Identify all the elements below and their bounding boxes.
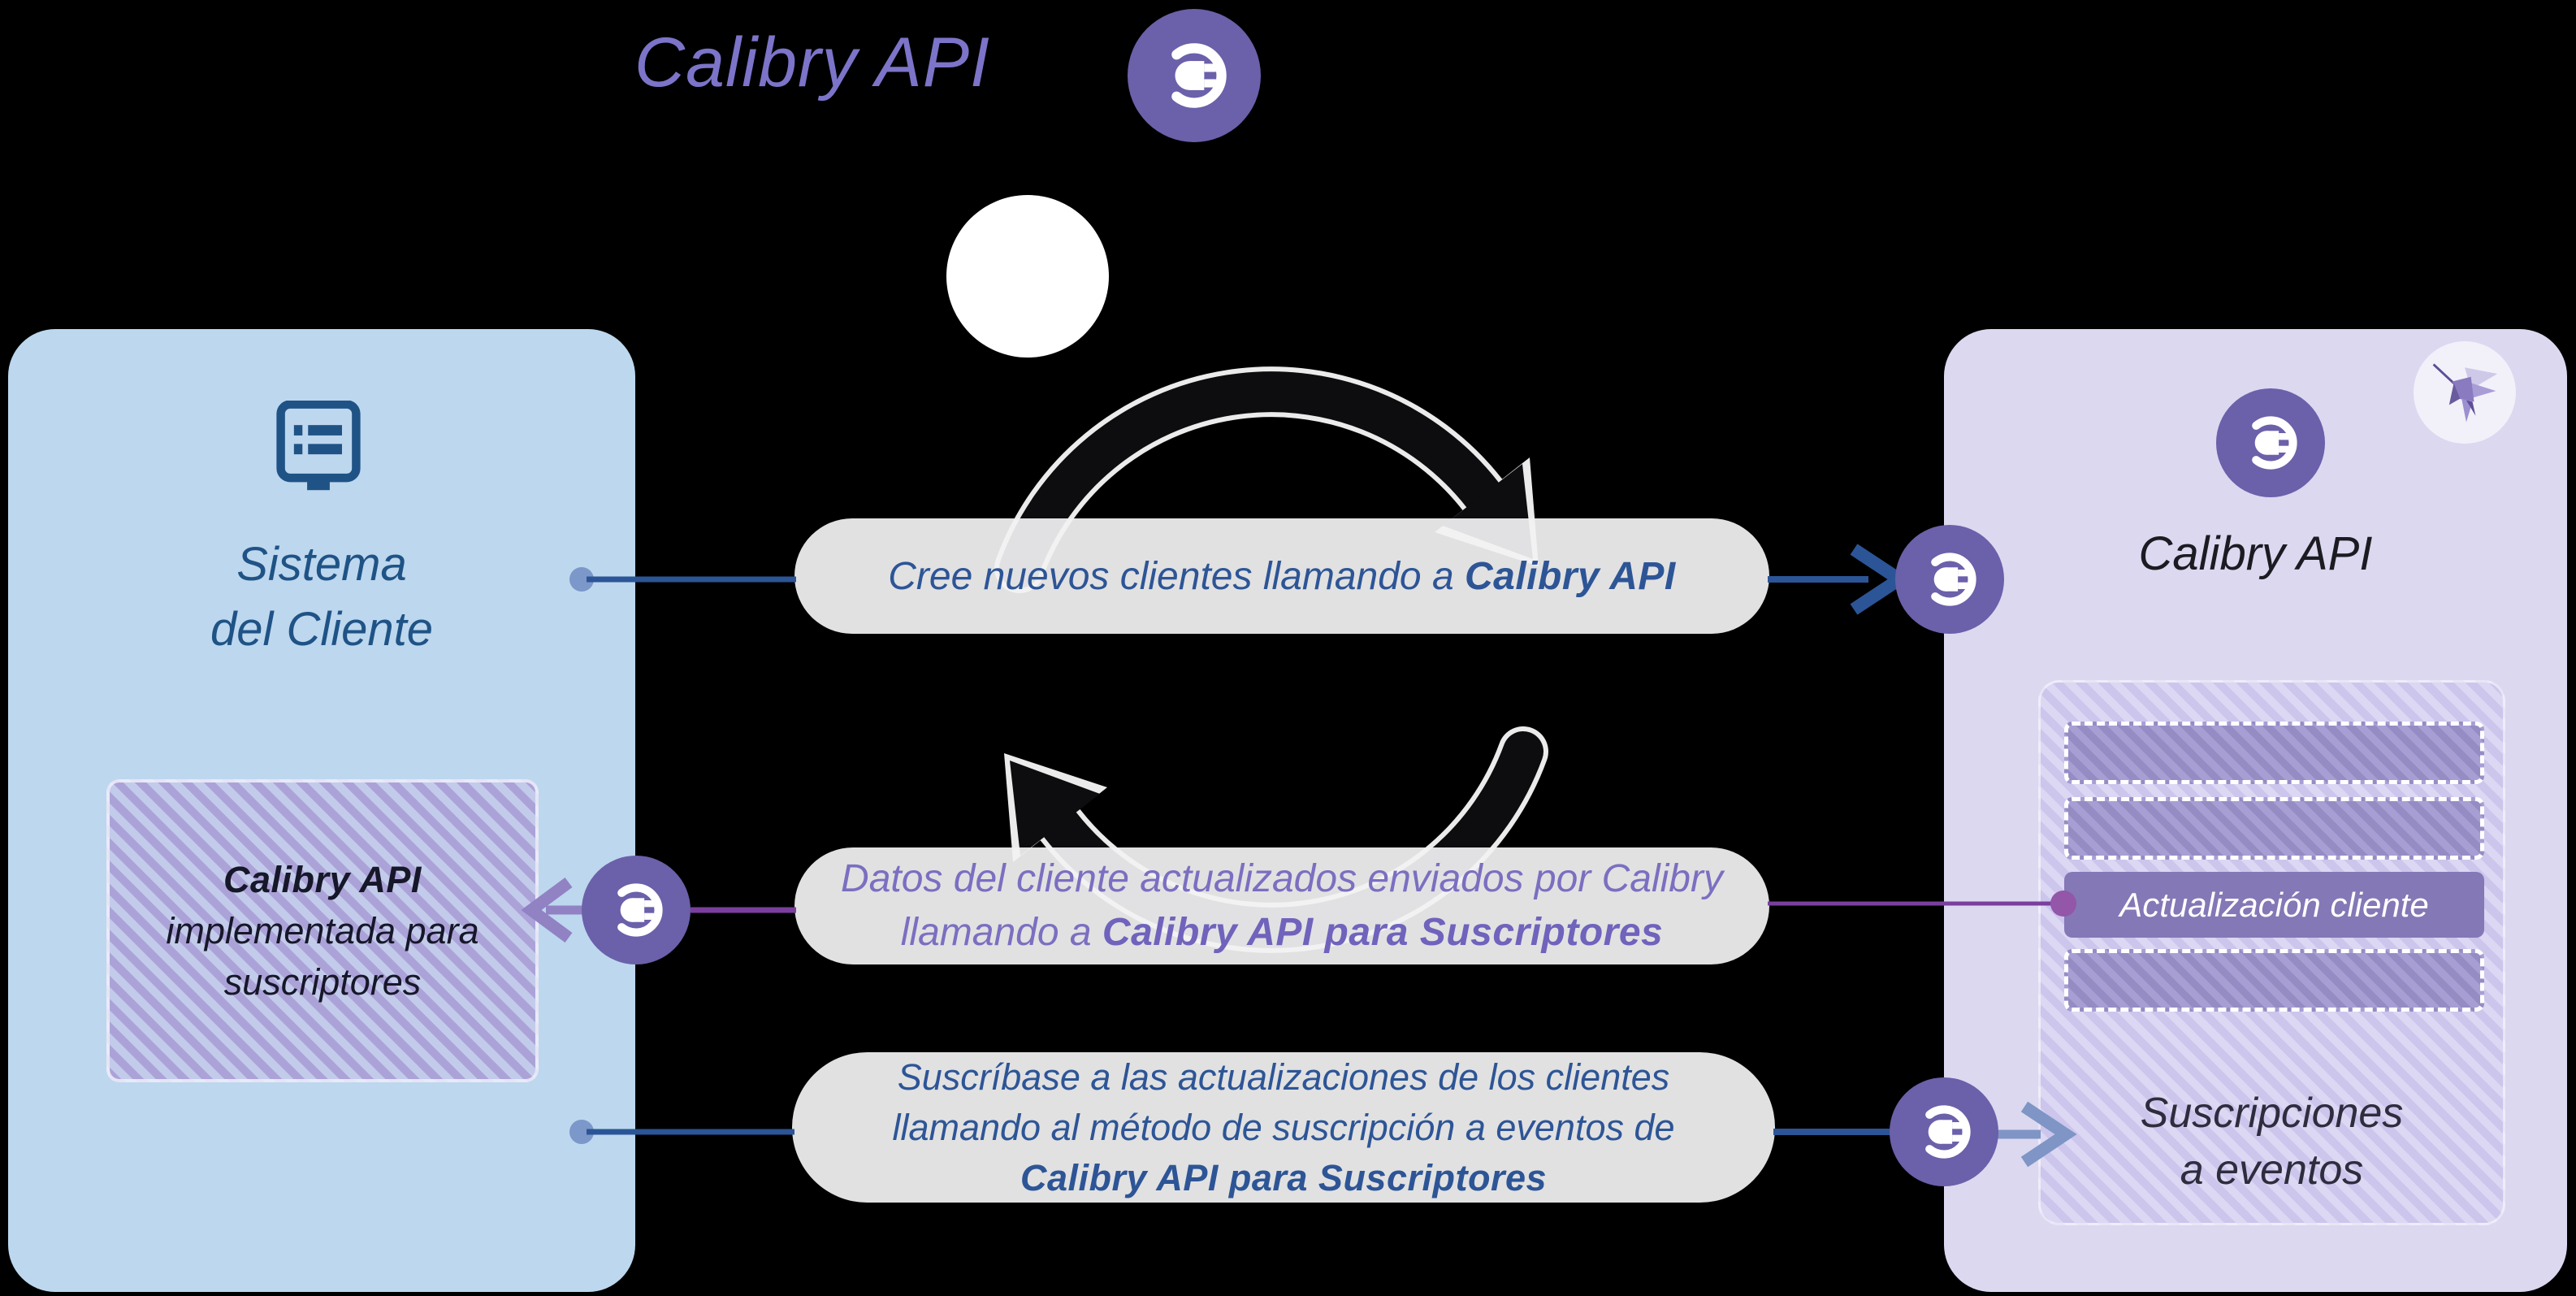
client-system-box: Sistema del Cliente Calibry API implemen… — [8, 329, 635, 1292]
api-methods-container: Actualización cliente Suscripciones a ev… — [2038, 680, 2505, 1225]
pill-line: llamando al método de suscripción a even… — [892, 1106, 1675, 1148]
plug-icon — [1912, 542, 1987, 617]
client-update-row: Actualización cliente — [2064, 872, 2484, 938]
plug-badge — [582, 856, 691, 964]
api-method-row — [2064, 949, 2484, 1012]
header-plug-badge — [1128, 9, 1261, 142]
white-circle-decoration — [946, 195, 1109, 358]
client-system-title: Sistema del Cliente — [8, 532, 635, 662]
calibry-api-title: Calibry API — [2138, 527, 2373, 580]
pill-line: llamando a Calibry API para Suscriptores — [900, 911, 1664, 954]
pill-line: Calibry API para Suscriptores — [1020, 1156, 1548, 1198]
event-subscriptions-label: Suscripciones a eventos — [2140, 1090, 2404, 1194]
monitor-icon — [271, 401, 366, 495]
hummingbird-icon — [2426, 353, 2504, 431]
client-update-label: Actualización cliente — [2119, 885, 2429, 924]
client-system-title-line1: Sistema — [236, 538, 407, 591]
subscribe-updates-pill: Suscríbase a las actualizaciones de los … — [792, 1052, 1775, 1203]
page-title: Calibry API — [634, 24, 990, 102]
plug-badge — [1895, 525, 2004, 634]
client-data-updates-pill: Datos del cliente actualizados enviados … — [794, 847, 1769, 964]
pill-line: Cree nuevos clientes llamando a Calibry … — [888, 554, 1676, 598]
pill-line: Suscríbase a las actualizaciones de los … — [897, 1055, 1670, 1098]
api-method-row — [2064, 797, 2484, 860]
client-system-title-line2: del Cliente — [210, 603, 434, 656]
hummingbird-logo — [2414, 341, 2516, 444]
plug-icon — [1149, 30, 1240, 121]
calibry-plug-badge — [2216, 388, 2325, 497]
plug-icon — [1907, 1094, 1981, 1169]
plug-icon — [599, 873, 673, 947]
api-method-row — [2064, 722, 2484, 784]
plug-icon — [2233, 405, 2308, 480]
subscriber-api-box-label: Calibry API implementada para suscriptor… — [166, 859, 479, 1003]
arrowhead-right — [1850, 544, 1911, 615]
calibry-api-box: Calibry API Actualización cliente Suscri… — [1944, 329, 2567, 1292]
subscriber-api-box: Calibry API implementada para suscriptor… — [106, 779, 539, 1082]
pill-line: Datos del cliente actualizados enviados … — [841, 857, 1723, 900]
create-clients-pill: Cree nuevos clientes llamando a Calibry … — [794, 518, 1769, 634]
plug-badge — [1890, 1077, 1998, 1186]
